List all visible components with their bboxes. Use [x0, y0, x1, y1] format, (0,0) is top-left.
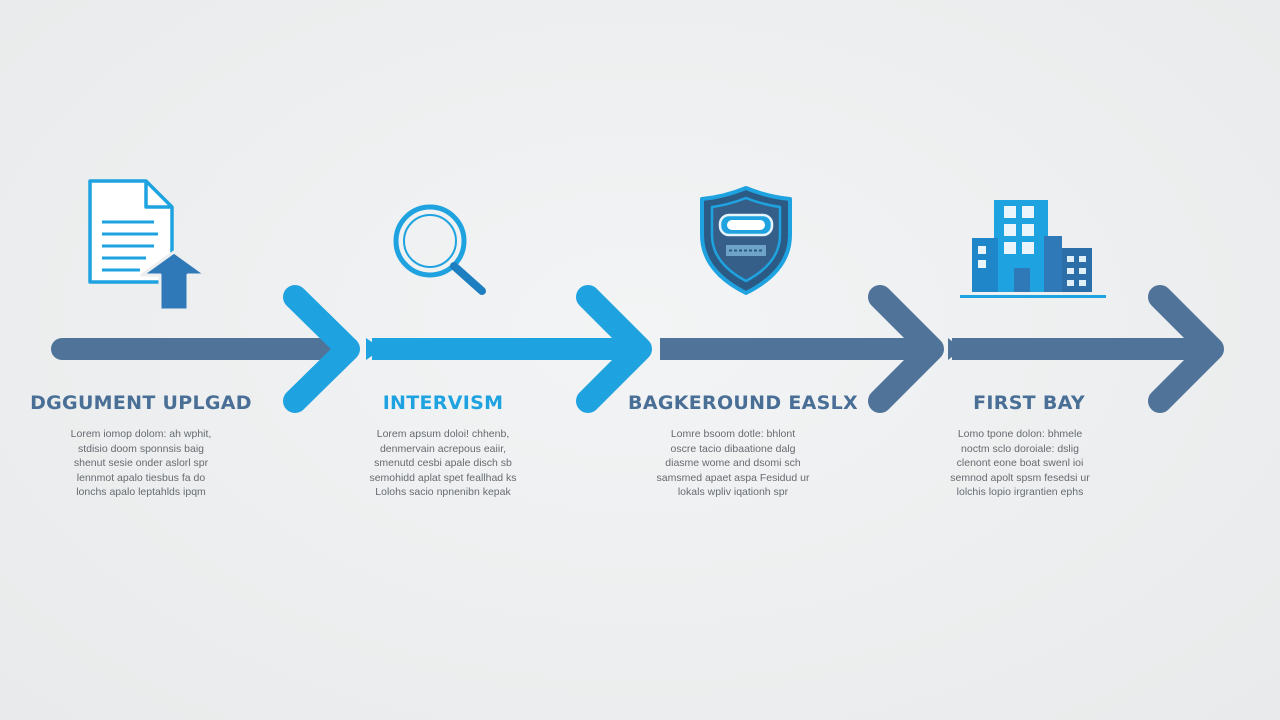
step-3-desc-line: oscre tacio dibaatione dalg — [670, 442, 796, 455]
step-4-description: Lomo tpone dolon: bhmele noctm sclo doro… — [920, 427, 1120, 500]
document-upload-icon — [88, 179, 208, 312]
step-2-desc-line: Lorem apsum doloi! chhenb, — [376, 428, 510, 440]
arrow-tail-4 — [948, 338, 962, 360]
step-1-desc-line: stdisio doom sponnsis baig — [77, 442, 205, 455]
step-1-desc-line: lonchs apalo leptahlds ipqm — [76, 486, 206, 499]
arrow-head-1 — [283, 285, 360, 413]
step-1-desc-line: shenut sesie onder aslorl spr — [73, 457, 209, 470]
office-building-icon — [960, 200, 1106, 298]
shield-icon — [700, 186, 792, 295]
step-3-desc-line: samsmed apaet aspa Fesidud ur — [656, 471, 810, 484]
step-3-title: BAGKEROUND EASLX — [628, 392, 858, 414]
step-2-description: Lorem apsum doloi! chhenb, denmervain ac… — [343, 427, 543, 500]
step-4-desc-line: semnod apolt spsm fesedsi ur — [950, 471, 1090, 484]
step-1-title: DGGUMENT UPLGAD — [30, 392, 252, 414]
step-3-description: Lomre bsoom dotle: bhlont oscre tacio di… — [633, 427, 833, 500]
step-3-desc-line: diasme wome and dsomi sch — [665, 457, 801, 470]
step-1-desc-line: lennmot apalo tiesbus fa do — [76, 471, 206, 484]
step-1-desc-line: Lorem iomop dolom: ah wphit, — [70, 428, 212, 440]
arrow-head-3 — [868, 285, 944, 413]
step-1-description: Lorem iomop dolom: ah wphit, stdisio doo… — [41, 427, 241, 500]
step-3-desc-line: lokals wpliv iqationh spr — [677, 486, 789, 499]
step-2-desc-line: smenutd cesbi apale disch sb — [374, 457, 512, 470]
step-2-title: INTERVISM — [382, 392, 504, 414]
step-4-desc-line: Lomo tpone dolon: bhmele — [957, 428, 1083, 440]
step-2-desc-line: Lolohs sacio npnenibn kepak — [375, 486, 511, 499]
step-3-desc-line: Lomre bsoom dotle: bhlont — [670, 428, 796, 440]
arrow-head-2 — [576, 285, 652, 413]
step-2-desc-line: denmervain acrepous eaiir, — [379, 442, 507, 455]
arrow-tail-2 — [366, 338, 382, 360]
magnifier-icon — [393, 204, 486, 295]
arrow-head-4 — [1148, 285, 1224, 413]
step-4-desc-line: clenont eone boat swenl ioi — [956, 457, 1084, 470]
step-4-title: FIRST BAY — [973, 392, 1085, 414]
step-4-desc-line: lolchis lopio irgrantien ephs — [956, 486, 1084, 499]
step-2-desc-line: semohidd aplat spet feallhad ks — [369, 471, 517, 484]
step-4-desc-line: noctm sclo doroiale: dslig — [961, 442, 1079, 455]
